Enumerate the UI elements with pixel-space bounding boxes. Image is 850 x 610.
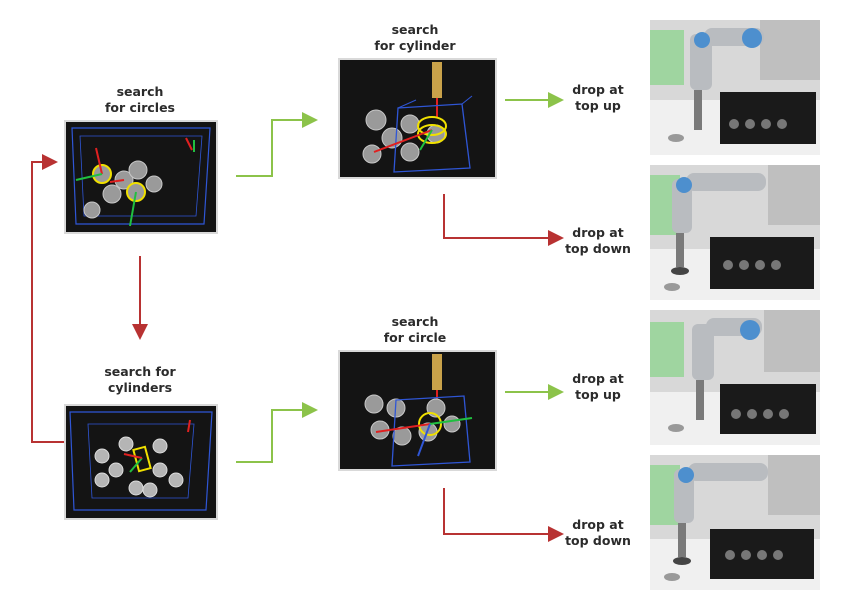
arrow-circles-to-cylinder [236,112,318,177]
arrow-cylinder-to-top-down-1 [443,194,564,246]
pointcloud-cylinder-panel [340,60,495,177]
robot-photo-top-up-1 [650,20,820,155]
label-drop-top-down-2: drop at top down [565,517,631,548]
pointcloud-cylinders-panel [66,406,216,518]
robot-photo-top-down-1 [650,165,820,300]
arrow-cylinders-to-circles-loop [31,154,64,443]
label-drop-top-down-1: drop at top down [565,225,631,256]
label-drop-top-up-2: drop at top up [572,371,624,402]
label-drop-top-up-1: drop at top up [572,82,624,113]
pointcloud-circles-panel [66,122,216,232]
robot-photo-top-down-2 [650,455,820,590]
arrow-circle-to-top-down-2 [443,488,564,542]
robot-photo-top-up-2 [650,310,820,445]
pointcloud-circle-panel [340,352,495,469]
label-search-cylinder: search for cylinder [374,22,456,53]
label-search-cylinders: search for cylinders [104,364,176,395]
label-search-circle: search for circle [383,314,447,345]
arrow-cylinders-to-circle [236,402,318,463]
label-search-circles: search for circles [104,84,175,115]
